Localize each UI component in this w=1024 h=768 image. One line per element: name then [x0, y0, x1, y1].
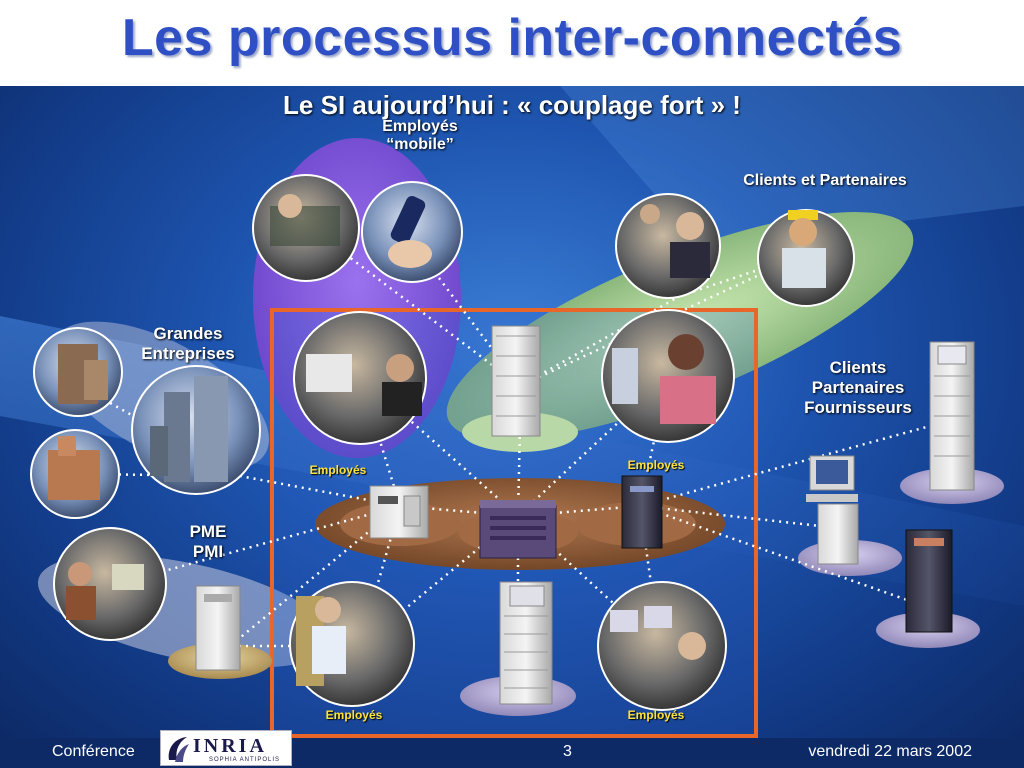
server-rack-tall	[491, 325, 541, 437]
label-line: Partenaires	[811, 378, 905, 397]
inria-wordmark: INRIA	[193, 735, 267, 757]
label-line: Fournisseurs	[804, 398, 912, 417]
inria-swirl-icon	[168, 737, 189, 762]
server-tower-dark	[621, 475, 663, 549]
workstation-clients	[806, 455, 859, 565]
label-pme-pmi: PME PMI	[176, 522, 240, 562]
slide-title: Les processus inter-connectés	[121, 9, 903, 67]
photo-server-room	[289, 581, 415, 707]
diagram-scene	[0, 86, 1024, 738]
label-line: Entreprises	[141, 344, 235, 363]
photo-mobile-phone	[361, 181, 463, 283]
footer-conference: Conférence	[52, 743, 135, 760]
label-employes-left: Employés	[309, 463, 367, 477]
photo-technician	[757, 209, 855, 307]
slide-footer: Conférence 3 vendredi 22 mars 2002	[0, 738, 1024, 768]
label-line: Grandes	[153, 324, 223, 343]
inria-subtitle: SOPHIA ANTIPOLIS	[209, 757, 281, 763]
label-line: Employés	[382, 118, 458, 135]
photo-business-men	[615, 193, 721, 299]
label-grandes-entreprises: Grandes Entreprises	[126, 324, 250, 364]
inria-logo: INRIA SOPHIA ANTIPOLIS	[160, 730, 292, 766]
label-line: PME	[189, 522, 227, 541]
server-rack-bottom	[499, 581, 553, 705]
label-line: Clients	[829, 358, 887, 377]
slide-subtitle: Le SI aujourd’hui : « couplage fort » !	[283, 90, 741, 120]
label-employes-right: Employés	[627, 458, 685, 472]
background-stripe	[0, 316, 1024, 606]
label-employes-bottom-left: Employés	[325, 708, 383, 722]
label-employes-bottom-right: Employés	[627, 708, 685, 722]
footer-page-number: 3	[563, 743, 572, 760]
slide-stage: Le SI aujourd’hui : « couplage fort » ! …	[0, 86, 1024, 738]
server-central-purple	[479, 500, 557, 559]
title-bar: Les processus inter-connectés	[0, 0, 1024, 86]
photo-building-brick	[30, 429, 120, 519]
server-pme-tower	[195, 585, 241, 671]
footer-date: vendredi 22 mars 2002	[808, 743, 972, 760]
photo-trading-room	[597, 581, 727, 711]
photo-woman-computer	[601, 309, 735, 443]
photo-employee-meeting	[293, 311, 427, 445]
label-line: “mobile”	[386, 136, 454, 153]
label-mobile-employees: Employés “mobile”	[360, 118, 480, 154]
server-rack-clients	[929, 341, 975, 491]
label-clients-fournisseurs: Clients Partenaires Fournisseurs	[790, 358, 926, 418]
photo-pme-office	[53, 527, 167, 641]
label-clients-partenaires: Clients et Partenaires	[743, 172, 907, 189]
server-tower-left	[369, 485, 429, 539]
server-tower-dark-clients	[905, 529, 953, 633]
photo-building-small	[33, 327, 123, 417]
label-line: PMI	[192, 542, 224, 561]
photo-building-towers	[131, 365, 261, 495]
photo-employee-office	[252, 174, 360, 282]
